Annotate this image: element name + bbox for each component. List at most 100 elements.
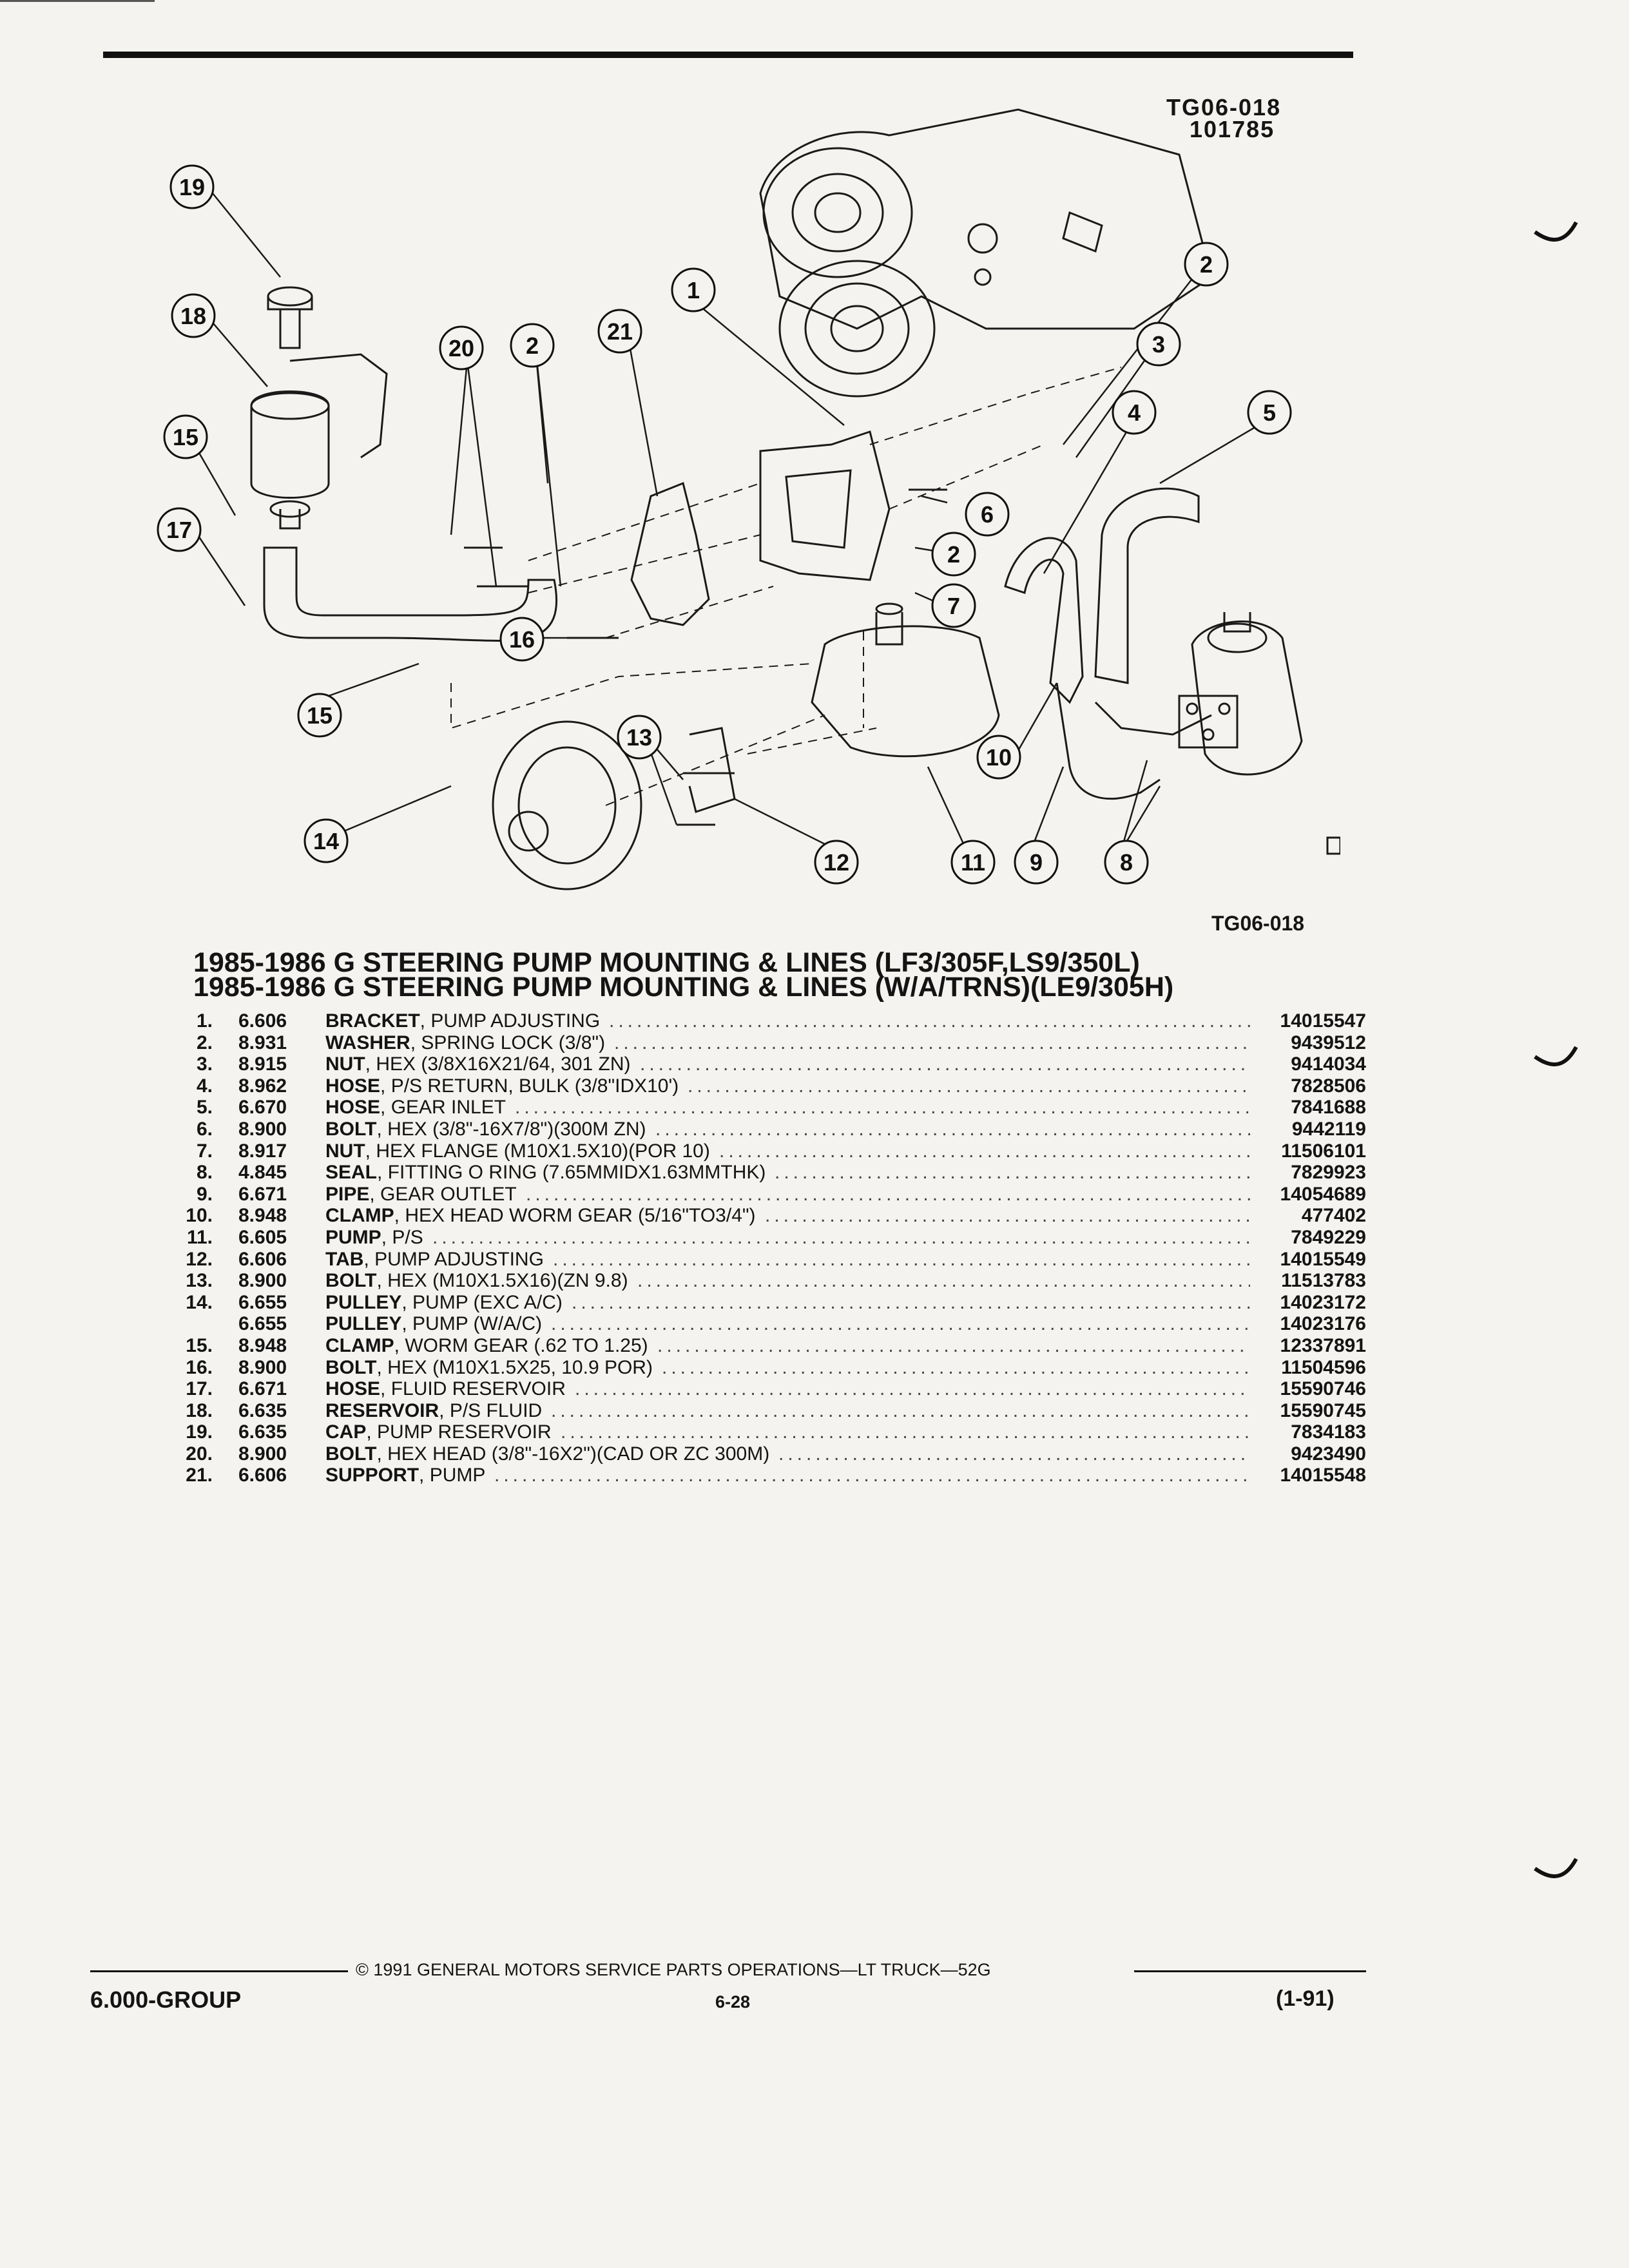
callout-label: 2: [1200, 251, 1213, 278]
callout-circle: [976, 735, 1021, 780]
dot-leader: ........................................…: [765, 1205, 1250, 1227]
group-number: 6.671: [238, 1378, 287, 1400]
figure-code-bottom: TG06-018: [1211, 912, 1305, 935]
dot-leader: ........................................…: [640, 1053, 1250, 1075]
item-number: 9.: [196, 1183, 213, 1205]
callout-circle: [597, 309, 642, 354]
part-name: BRACKET: [325, 1010, 420, 1032]
part-number: 9423490: [1291, 1443, 1366, 1465]
dot-leader: ........................................…: [637, 1270, 1250, 1292]
part-number: 15590745: [1280, 1399, 1366, 1421]
item-number: 17.: [186, 1378, 213, 1400]
support-pump: [630, 481, 710, 626]
callout-label: 17: [166, 517, 192, 543]
dot-leader: ........................................…: [494, 1465, 1250, 1486]
return-hose: [1004, 537, 1084, 704]
part-description: CAP, PUMP RESERVOIR: [325, 1421, 552, 1443]
item-number: 21.: [186, 1465, 213, 1486]
group-number: 8.900: [238, 1443, 287, 1465]
part-detail: , P/S FLUID: [439, 1399, 543, 1421]
item-number: 12.: [186, 1248, 213, 1270]
reservoir-hose: [263, 546, 558, 642]
part-detail: , HEX (3/8X16X21/64, 301 ZN): [365, 1053, 631, 1075]
callout-circle: [931, 532, 976, 577]
crank-pulley-upper: [762, 147, 913, 278]
part-number: 12337891: [1280, 1334, 1366, 1356]
dot-leader: ........................................…: [775, 1162, 1250, 1184]
part-number: 9414034: [1291, 1053, 1366, 1075]
group-number: 8.962: [238, 1075, 287, 1097]
part-number: 11504596: [1281, 1356, 1366, 1378]
callout-circle: [950, 840, 996, 885]
dot-leader: ........................................…: [553, 1248, 1250, 1270]
corner-tick: [0, 0, 155, 2]
part-description: PULLEY, PUMP (W/A/C): [325, 1313, 542, 1335]
part-name: CLAMP: [325, 1334, 394, 1356]
part-detail: , P/S RETURN, BULK (3/8"IDX10'): [380, 1075, 679, 1097]
part-detail: , GEAR INLET: [380, 1097, 506, 1119]
callout-label: 19: [179, 174, 205, 200]
item-number: 13.: [186, 1270, 213, 1292]
group-number: 8.900: [238, 1270, 287, 1292]
part-detail: , PUMP ADJUSTING: [419, 1010, 601, 1032]
part-description: PUMP, P/S: [325, 1227, 423, 1249]
group-number: 6.635: [238, 1421, 287, 1443]
engine-outline: [759, 108, 1213, 330]
group-number: 6.606: [238, 1010, 287, 1032]
callout-label: 18: [180, 303, 206, 329]
dot-leader: ........................................…: [688, 1075, 1250, 1097]
part-description: HOSE, FLUID RESERVOIR: [325, 1378, 566, 1400]
group-label: 6.000-GROUP: [90, 1986, 242, 2013]
binder-mark: [1534, 1858, 1578, 1878]
part-description: WASHER, SPRING LOCK (3/8"): [325, 1032, 605, 1054]
part-description: HOSE, P/S RETURN, BULK (3/8"IDX10'): [325, 1075, 679, 1097]
callout-circle: [814, 840, 859, 885]
item-number: 15.: [186, 1334, 213, 1356]
item-number: 1.: [196, 1010, 213, 1032]
item-number: 10.: [186, 1205, 213, 1227]
callout-circle: [931, 583, 976, 628]
page-number: 6-28: [715, 1992, 751, 2012]
part-detail: , HEX (3/8"-16X7/8")(300M ZN): [376, 1118, 646, 1140]
part-name: BOLT: [325, 1356, 377, 1378]
part-detail: , P/S: [381, 1226, 423, 1248]
dot-leader: ........................................…: [657, 1334, 1250, 1356]
part-number: 15590746: [1280, 1378, 1366, 1400]
dot-leader: ........................................…: [778, 1443, 1250, 1465]
callout-circle: [304, 818, 349, 863]
part-name: SEAL: [325, 1162, 378, 1184]
part-number: 14054689: [1280, 1183, 1366, 1205]
callout-circle: [163, 414, 208, 459]
part-name: PIPE: [325, 1183, 370, 1205]
date-code: (1-91): [1276, 1986, 1335, 2011]
part-name: WASHER: [325, 1032, 410, 1053]
top-rule: [103, 52, 1353, 58]
group-number: 8.948: [238, 1334, 287, 1356]
callout-label: 16: [509, 626, 535, 653]
part-detail: , FLUID RESERVOIR: [380, 1378, 566, 1400]
part-description: RESERVOIR, P/S FLUID: [325, 1400, 542, 1422]
part-name: CLAMP: [325, 1205, 394, 1227]
part-number: 11506101: [1281, 1140, 1366, 1162]
callout-label: 21: [607, 318, 633, 345]
callout-label: 5: [1263, 399, 1276, 426]
part-number: 9439512: [1291, 1032, 1366, 1053]
group-number: 8.915: [238, 1053, 287, 1075]
part-detail: , HEX (M10X1.5X16)(ZN 9.8): [376, 1270, 628, 1292]
callout-label: 2: [947, 541, 960, 568]
callout-label: 2: [526, 332, 539, 359]
dot-leader: ........................................…: [614, 1032, 1250, 1053]
item-number: 5.: [196, 1097, 213, 1119]
part-number: 7849229: [1291, 1226, 1366, 1248]
callout-label: 15: [307, 702, 333, 729]
